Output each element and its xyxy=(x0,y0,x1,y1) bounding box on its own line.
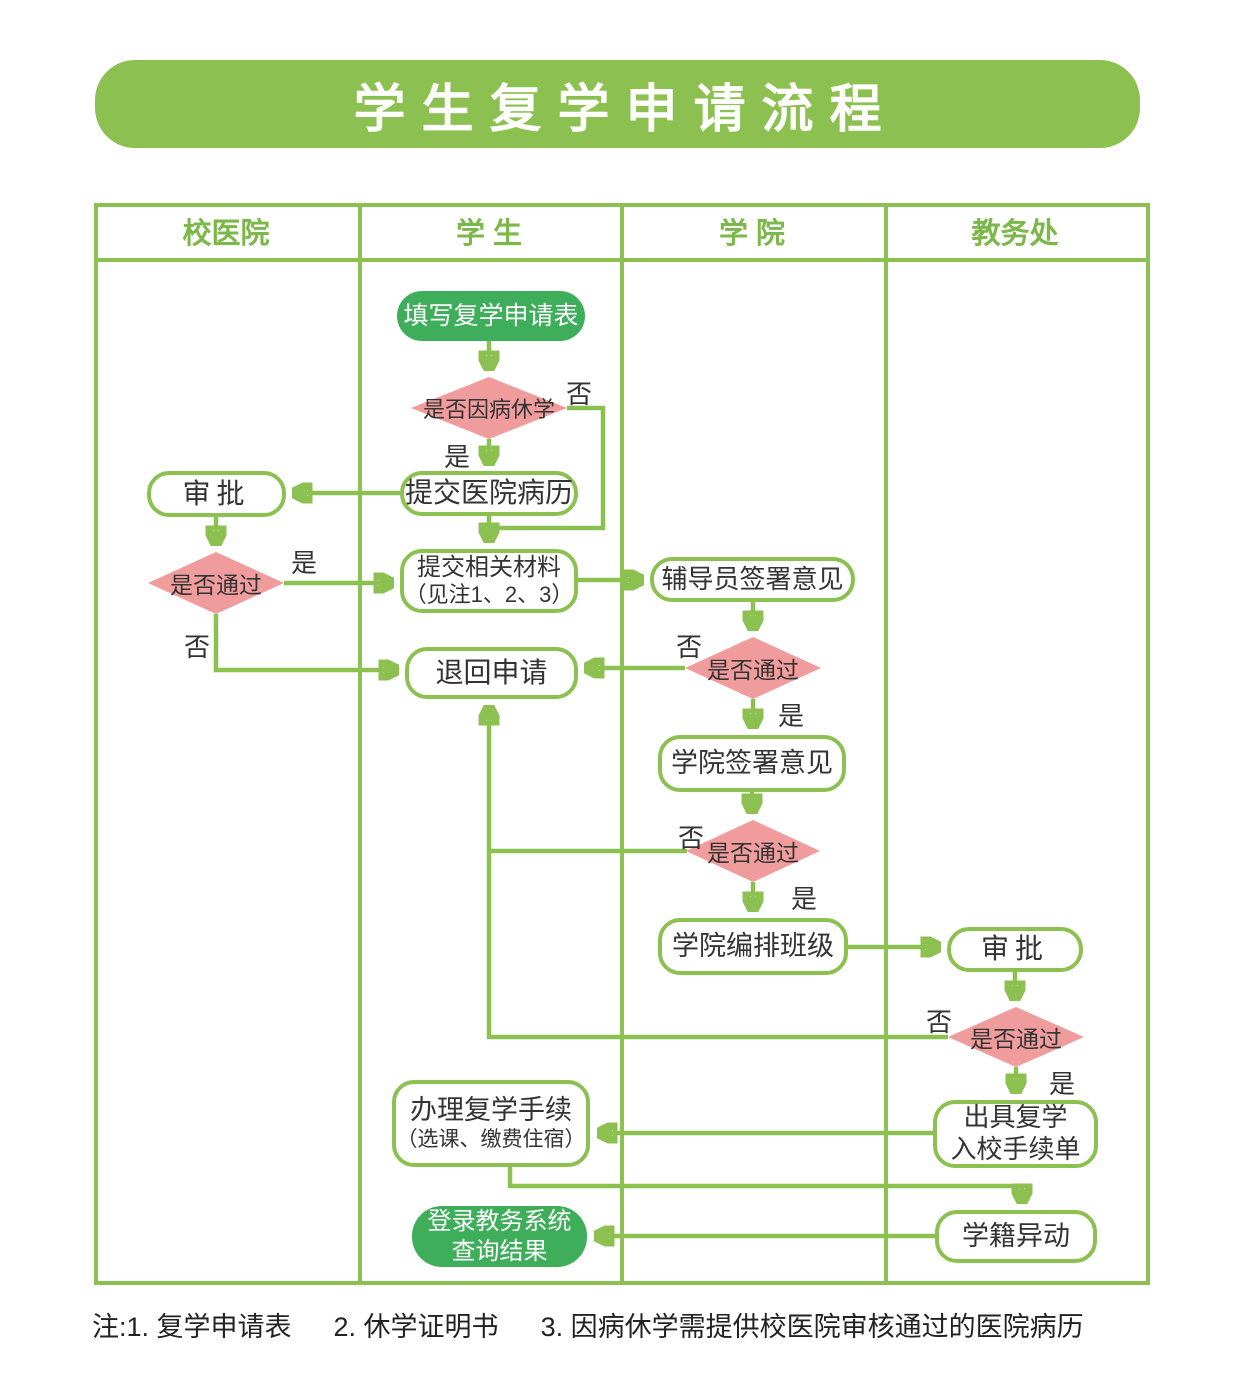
page-title: 学生复学申请流程 xyxy=(353,81,898,139)
diamond-shape xyxy=(148,552,284,614)
diamond-shape xyxy=(948,1007,1084,1067)
lane-header-academic: 教务处 xyxy=(971,218,1059,250)
diamond-shape xyxy=(685,637,821,699)
node-fill-form: 填写复学申请表 xyxy=(397,291,585,341)
diamond-shape xyxy=(686,820,820,882)
node-college-sign: 学院签署意见 xyxy=(658,735,846,792)
label-sickleave-yes: 是 xyxy=(444,442,471,472)
label-college-no: 否 xyxy=(678,823,705,853)
node-return-application: 退回申请 xyxy=(405,647,578,699)
label-counselor-no: 否 xyxy=(676,632,703,662)
decision-is-sick-leave: 是否因病休学 xyxy=(411,377,567,439)
label-hospital-yes: 是 xyxy=(291,548,318,578)
node-login-system: 登录教务系统 查询结果 xyxy=(412,1206,587,1267)
footnote-item-1: 复学申请表 xyxy=(156,1312,292,1342)
label-college-yes: 是 xyxy=(791,884,818,914)
edge-hospital-pass-no-to-return xyxy=(213,614,397,670)
node-hospital-approve: 审批 xyxy=(147,471,286,517)
node-counselor-sign: 辅导员签署意见 xyxy=(650,557,855,602)
node-submit-medical-records: 提交医院病历 xyxy=(400,471,578,516)
title-banner: 学生复学申请流程 xyxy=(95,60,1140,148)
lane-header-student: 学 生 xyxy=(455,218,523,250)
node-academic-approve: 审批 xyxy=(947,927,1083,972)
node-submit-materials: 提交相关材料 （见注1、2、3） xyxy=(400,549,578,613)
node-status-change: 学籍异动 xyxy=(935,1210,1097,1263)
decision-academic-pass: 是否通过 xyxy=(948,1007,1084,1067)
node-handle-procedures: 办理复学手续 （选课、缴费住宿） xyxy=(392,1080,590,1167)
label-counselor-yes: 是 xyxy=(778,701,805,731)
label-hospital-no: 否 xyxy=(184,632,211,662)
node-issue-form: 出具复学 入校手续单 xyxy=(933,1100,1098,1168)
column-divider-2 xyxy=(620,203,624,1285)
decision-hospital-pass: 是否通过 xyxy=(148,552,284,614)
label-academic-no: 否 xyxy=(926,1007,953,1037)
decision-college-pass: 是否通过 xyxy=(686,820,820,882)
diamond-shape xyxy=(411,377,567,439)
edge-handle-to-statuschange xyxy=(507,1167,1022,1202)
footnote-item-3: 3. 因病休学需提供校医院审核通过的医院病历 xyxy=(540,1312,1084,1342)
lane-header-college: 学 院 xyxy=(718,218,786,250)
label-academic-yes: 是 xyxy=(1049,1069,1076,1099)
column-divider-3 xyxy=(884,203,888,1285)
footnote-prefix: 注:1. xyxy=(92,1312,157,1342)
node-arrange-class: 学院编排班级 xyxy=(658,918,848,975)
lane-header-hospital: 校医院 xyxy=(182,218,270,250)
column-divider-1 xyxy=(358,203,362,1285)
decision-counselor-pass: 是否通过 xyxy=(685,637,821,699)
edge-sickleave-no-bypass xyxy=(491,405,606,531)
footnote: 注:1. 复学申请表 2. 休学证明书 3. 因病休学需提供校医院审核通过的医院病历 xyxy=(92,1305,1084,1344)
footnote-item-2: 2. 休学证明书 xyxy=(333,1312,499,1342)
label-sickleave-no: 否 xyxy=(566,379,593,409)
